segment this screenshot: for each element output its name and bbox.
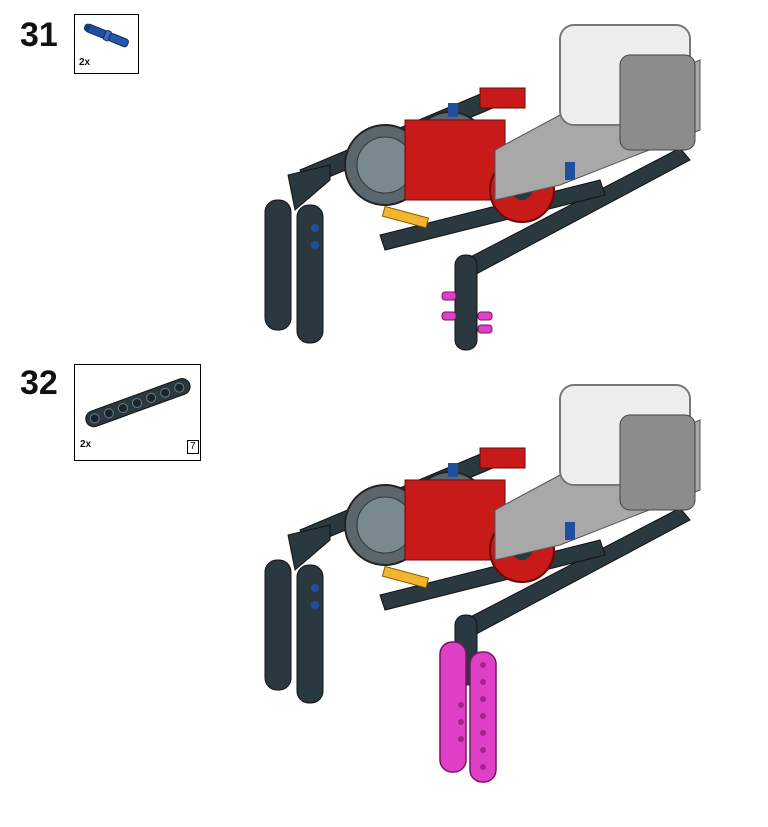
step-number: 32	[20, 364, 58, 402]
model-assembly-illustration	[264, 24, 701, 351]
model-assembly-illustration	[264, 384, 701, 783]
quantity-label: 2x	[79, 57, 91, 68]
parts-callout: 2x	[74, 14, 139, 74]
dark-gray-beam-icon	[85, 378, 191, 428]
blue-axle-pin-icon	[83, 23, 129, 48]
parts-callout: 2x 7	[74, 364, 201, 461]
quantity-label: 2x	[80, 439, 92, 450]
part-length-label: 7	[187, 440, 199, 454]
step-number: 31	[20, 16, 58, 54]
